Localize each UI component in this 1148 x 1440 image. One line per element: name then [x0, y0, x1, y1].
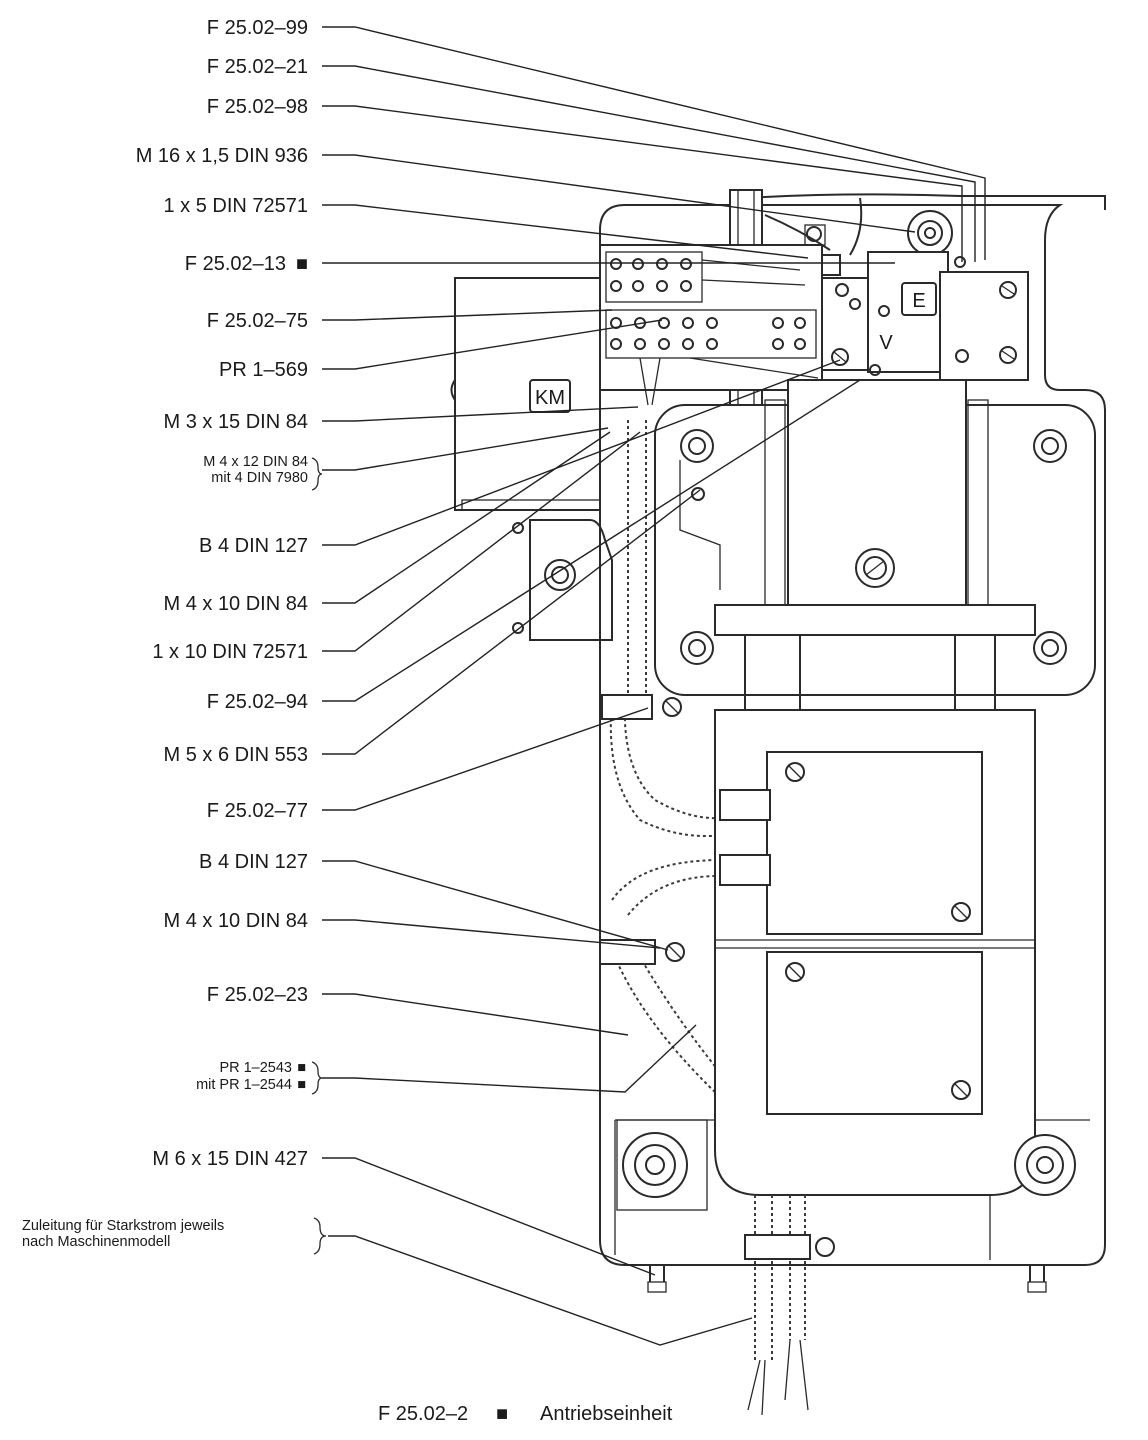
caption-title: Antriebseinheit [540, 1403, 673, 1425]
svg-text:F 25.02–13: F 25.02–13 [185, 253, 286, 275]
label-b4-din127-top: B 4 DIN 127 [199, 535, 308, 557]
marker-icon: ■ [297, 1077, 306, 1093]
label-b4-din127-bottom: B 4 DIN 127 [199, 851, 308, 873]
label-f-25-02-23: F 25.02–23 [207, 984, 308, 1006]
drive-unit-drawing: KM E V [450, 189, 1106, 1416]
km-box-label: KM [535, 387, 565, 409]
label-mit-pr-1-2544: mit PR 1–2544 ■ [196, 1077, 306, 1093]
label-m6x15-din427: M 6 x 15 DIN 427 [152, 1148, 308, 1170]
svg-text:mit PR 1–2544: mit PR 1–2544 [196, 1077, 292, 1093]
label-f-25-02-98: F 25.02–98 [207, 96, 308, 118]
brace-icon [313, 1217, 327, 1255]
label-f-25-02-13: F 25.02–13 ■ [185, 253, 308, 275]
label-1x5-din72571: 1 x 5 DIN 72571 [163, 195, 308, 217]
callout-labels: F 25.02–99 F 25.02–21 F 25.02–98 M 16 x … [22, 17, 327, 1255]
label-supply-line: Zuleitung für Starkstrom jeweils [22, 1218, 224, 1234]
label-pr-1-2543: PR 1–2543 ■ [219, 1060, 306, 1076]
label-mit-4-din7980: mit 4 DIN 7980 [211, 470, 308, 486]
label-m4x10-din84-bottom: M 4 x 10 DIN 84 [163, 910, 308, 932]
label-m3x15-din84: M 3 x 15 DIN 84 [163, 411, 308, 433]
figure-caption: F 25.02–2 ■ Antriebseinheit [378, 1403, 673, 1425]
label-m4x10-din84-top: M 4 x 10 DIN 84 [163, 593, 308, 615]
label-m5x6-din553: M 5 x 6 DIN 553 [163, 744, 308, 766]
e-box-label: E [912, 290, 925, 312]
label-1x10-din72571: 1 x 10 DIN 72571 [152, 641, 308, 663]
label-f-25-02-99: F 25.02–99 [207, 17, 308, 39]
label-f-25-02-75: F 25.02–75 [207, 310, 308, 332]
label-m4x12-din84: M 4 x 12 DIN 84 [203, 454, 308, 470]
leader-lines [322, 26, 986, 1346]
svg-text:PR 1–2543: PR 1–2543 [219, 1060, 292, 1076]
label-pr-1-569: PR 1–569 [219, 359, 308, 381]
v-box-label: V [879, 332, 893, 354]
brace-icon [311, 457, 323, 491]
label-f-25-02-77: F 25.02–77 [207, 800, 308, 822]
label-f-25-02-21: F 25.02–21 [207, 56, 308, 78]
marker-icon: ■ [297, 1060, 306, 1076]
e-box [901, 282, 937, 316]
brace-icon [311, 1061, 323, 1095]
caption-part-number: F 25.02–2 [378, 1403, 468, 1425]
label-supply-line-model: nach Maschinenmodell [22, 1234, 170, 1250]
marker-icon: ■ [296, 253, 308, 275]
label-m16-din936: M 16 x 1,5 DIN 936 [136, 145, 308, 167]
label-f-25-02-94: F 25.02–94 [207, 691, 308, 713]
marker-icon: ■ [496, 1403, 508, 1425]
